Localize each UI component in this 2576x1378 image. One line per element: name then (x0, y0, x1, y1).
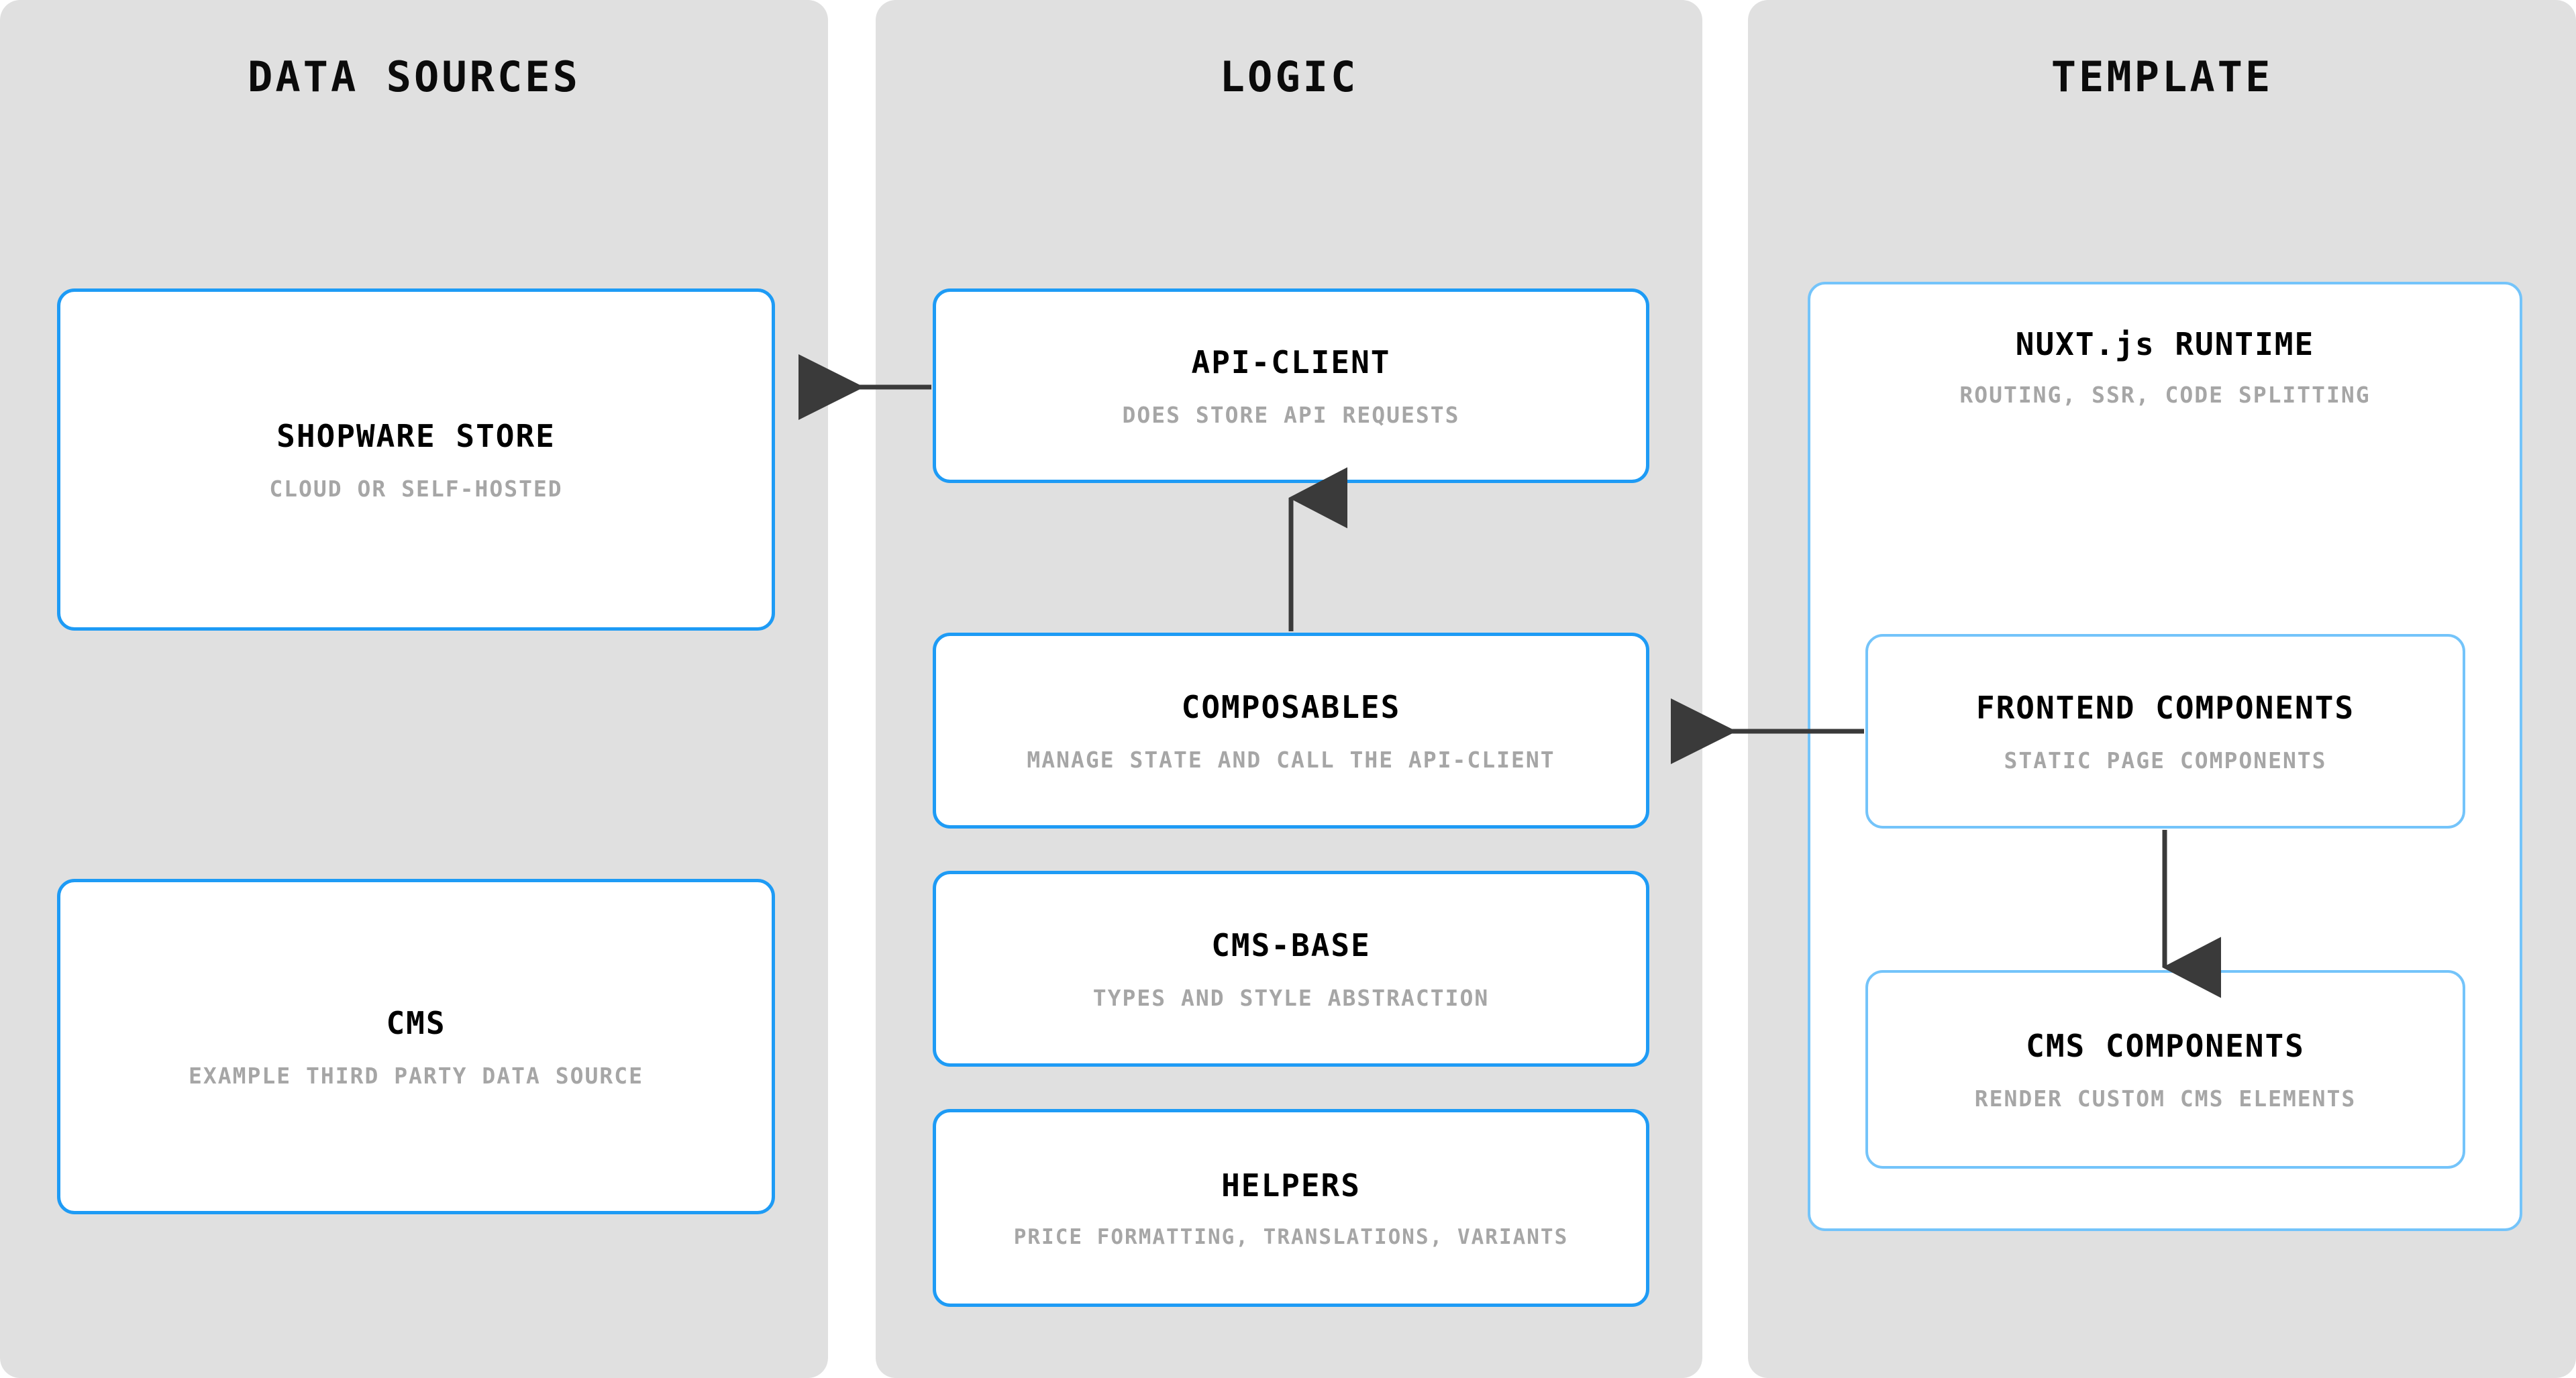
card-title-cms: CMS (386, 1004, 446, 1041)
card-title-shopware-store: SHOPWARE STORE (276, 417, 556, 454)
card-title-helpers: HELPERS (1221, 1167, 1361, 1204)
card-cms-components[interactable]: CMS COMPONENTS RENDER CUSTOM CMS ELEMENT… (1865, 970, 2465, 1169)
card-subtitle-nuxt-runtime: ROUTING, SSR, CODE SPLITTING (1959, 382, 2371, 408)
card-subtitle-cms: EXAMPLE THIRD PARTY DATA SOURCE (189, 1062, 643, 1089)
card-title-api-client: API-CLIENT (1191, 343, 1391, 380)
card-title-frontend-components: FRONTEND COMPONENTS (1975, 689, 2355, 726)
card-title-composables: COMPOSABLES (1181, 688, 1401, 725)
card-subtitle-helpers: PRICE FORMATTING, TRANSLATIONS, VARIANTS (1013, 1224, 1569, 1249)
card-api-client[interactable]: API-CLIENT DOES STORE API REQUESTS (933, 288, 1649, 483)
card-cms[interactable]: CMS EXAMPLE THIRD PARTY DATA SOURCE (57, 879, 775, 1214)
card-title-nuxt-runtime: NUXT.js RUNTIME (2015, 326, 2315, 362)
card-title-cms-base: CMS-BASE (1211, 926, 1371, 963)
card-helpers[interactable]: HELPERS PRICE FORMATTING, TRANSLATIONS, … (933, 1109, 1649, 1307)
card-composables[interactable]: COMPOSABLES MANAGE STATE AND CALL THE AP… (933, 633, 1649, 829)
card-shopware-store[interactable]: SHOPWARE STORE CLOUD OR SELF-HOSTED (57, 288, 775, 631)
card-subtitle-cms-base: TYPES AND STYLE ABSTRACTION (1092, 984, 1490, 1011)
panel-title-data-sources: DATA SOURCES (248, 52, 580, 101)
card-subtitle-cms-components: RENDER CUSTOM CMS ELEMENTS (1974, 1085, 2357, 1112)
card-frontend-components[interactable]: FRONTEND COMPONENTS STATIC PAGE COMPONEN… (1865, 634, 2465, 829)
card-subtitle-api-client: DOES STORE API REQUESTS (1122, 401, 1460, 428)
panel-title-template: TEMPLATE (2051, 52, 2273, 101)
card-cms-base[interactable]: CMS-BASE TYPES AND STYLE ABSTRACTION (933, 871, 1649, 1067)
card-title-cms-components: CMS COMPONENTS (2026, 1027, 2305, 1064)
card-subtitle-composables: MANAGE STATE AND CALL THE API-CLIENT (1027, 746, 1555, 773)
panel-title-logic: LOGIC (1219, 52, 1359, 101)
card-subtitle-shopware-store: CLOUD OR SELF-HOSTED (269, 475, 563, 502)
card-subtitle-frontend-components: STATIC PAGE COMPONENTS (2004, 747, 2327, 774)
